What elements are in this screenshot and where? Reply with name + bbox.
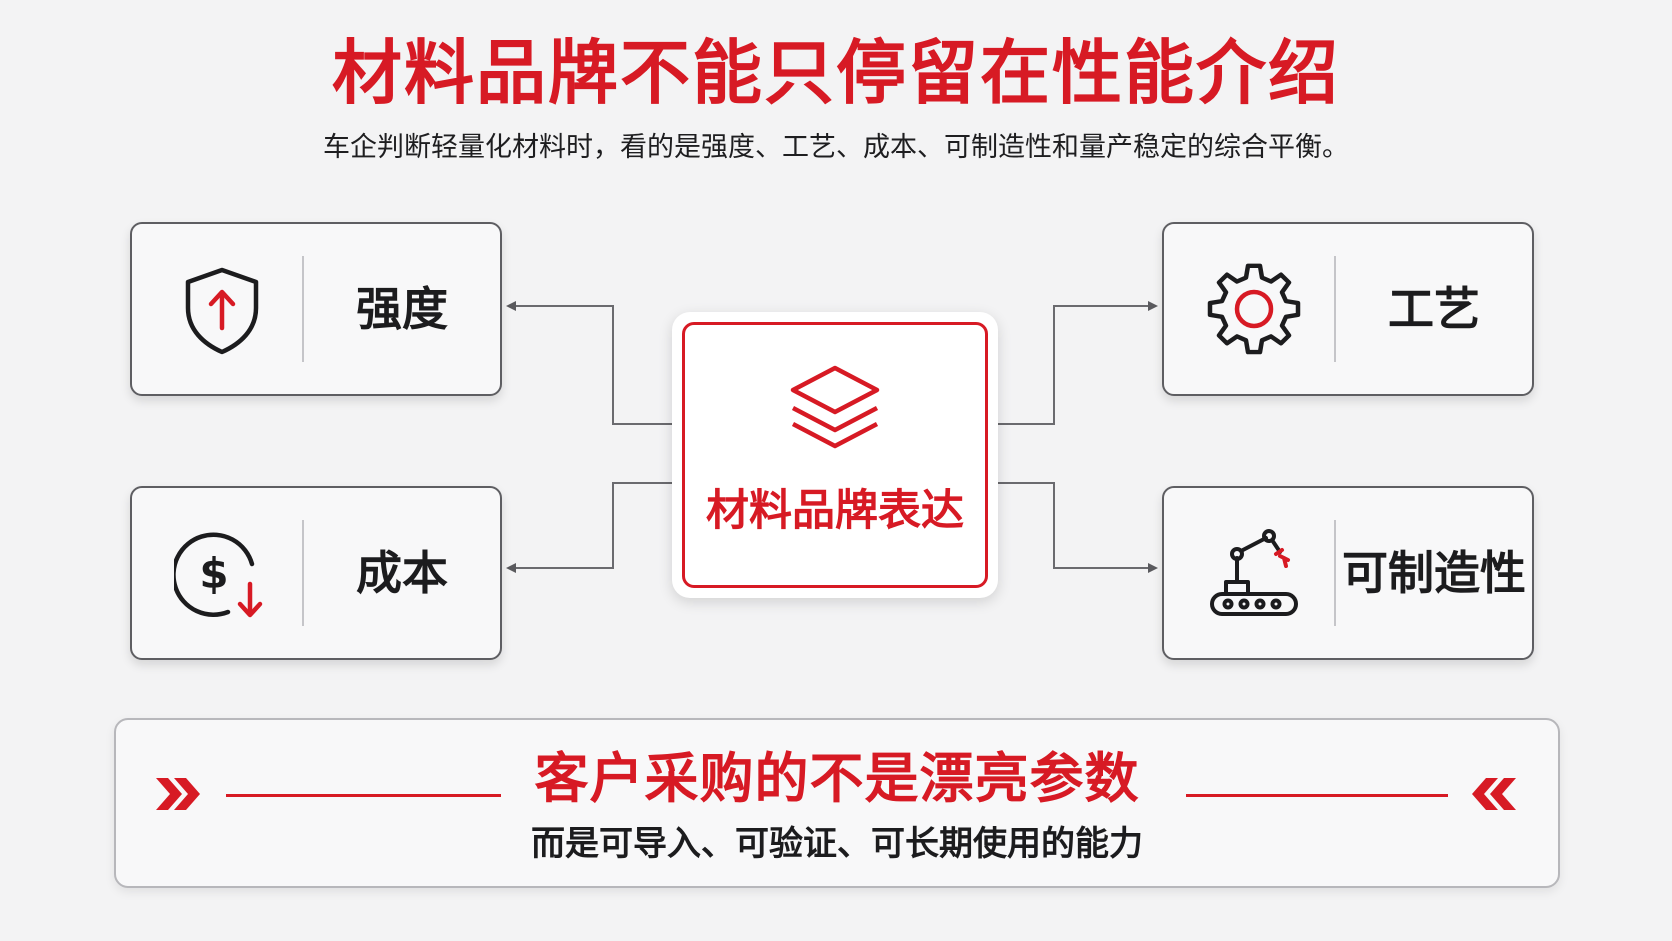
factor-label-cost: 成本 [356,546,448,600]
connector-to-strength [506,301,672,425]
summary-headline: 客户采购的不是漂亮参数 [534,747,1140,810]
dollar-down-arrow-icon: $ [174,526,270,622]
center-node: 材料品牌表达 [672,312,998,598]
factor-card-process: 工艺 [1162,222,1534,396]
card-divider [1334,520,1336,626]
factor-card-strength: 强度 [130,222,502,396]
factor-label-process: 工艺 [1388,282,1480,336]
svg-text:$: $ [199,549,228,598]
connector-to-process [998,301,1158,425]
gear-icon [1206,262,1302,358]
summary-subline: 而是可导入、可验证、可长期使用的能力 [531,824,1143,864]
factor-card-manufacturability: 可制造性 [1162,486,1534,660]
center-node-border [682,322,988,588]
card-divider [302,256,304,362]
robot-arm-conveyor-icon [1206,526,1302,622]
right-divider-line [1186,794,1448,797]
connector-to-manufacturability [998,482,1158,573]
center-label: 材料品牌表达 [706,486,964,536]
left-divider-line [226,794,501,797]
double-chevron-left-icon [1472,778,1516,810]
double-chevron-right-icon [156,778,200,810]
layers-icon [785,360,885,456]
page-subtitle: 车企判断轻量化材料时，看的是强度、工艺、成本、可制造性和量产稳定的综合平衡。 [323,132,1349,163]
connector-to-cost [506,482,672,573]
factor-label-strength: 强度 [356,282,448,336]
shield-up-arrow-icon [174,262,270,358]
factor-card-cost: $ 成本 [130,486,502,660]
card-divider [302,520,304,626]
summary-box: 客户采购的不是漂亮参数 而是可导入、可验证、可长期使用的能力 [114,718,1560,888]
factor-label-manufacturability: 可制造性 [1342,546,1526,600]
page-title: 材料品牌不能只停留在性能介绍 [332,32,1340,114]
card-divider [1334,256,1336,362]
